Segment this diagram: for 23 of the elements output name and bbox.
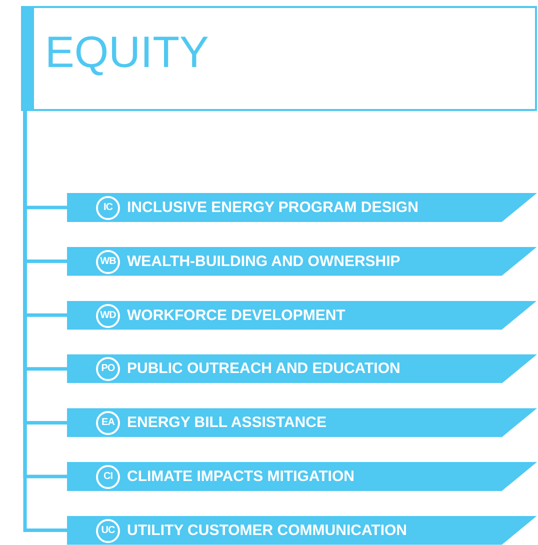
topic-label: PUBLIC OUTREACH AND EDUCATION bbox=[127, 360, 400, 378]
topic-label: WORKFORCE DEVELOPMENT bbox=[127, 306, 346, 324]
abbreviation-badge: WD bbox=[96, 304, 120, 328]
abbreviation-badge: CI bbox=[96, 465, 120, 489]
topic-banner bbox=[67, 462, 537, 491]
title-box bbox=[21, 6, 537, 111]
topic-banner bbox=[67, 354, 537, 384]
topic-banner bbox=[67, 246, 537, 276]
abbreviation-badge: UC bbox=[96, 518, 120, 543]
abbreviation-badge: PO bbox=[96, 357, 120, 382]
abbreviation-badge: EA bbox=[96, 411, 120, 436]
topic-banner bbox=[67, 516, 537, 545]
topic-banner bbox=[67, 408, 537, 438]
title-text: EQUITY bbox=[45, 28, 209, 78]
topic-label: ENERGY BILL ASSISTANCE bbox=[127, 414, 326, 432]
topic-label: UTILITY CUSTOMER COMMUNICATION bbox=[127, 522, 407, 539]
topic-label: WEALTH-BUILDING AND OWNERSHIP bbox=[127, 252, 400, 270]
topic-banner bbox=[67, 193, 537, 222]
topic-label: INCLUSIVE ENERGY PROGRAM DESIGN bbox=[127, 199, 418, 216]
topic-label: CLIMATE IMPACTS MITIGATION bbox=[127, 468, 354, 485]
abbreviation-badge: IC bbox=[96, 196, 120, 220]
topic-banner bbox=[67, 300, 537, 330]
abbreviation-badge: WB bbox=[96, 250, 120, 274]
